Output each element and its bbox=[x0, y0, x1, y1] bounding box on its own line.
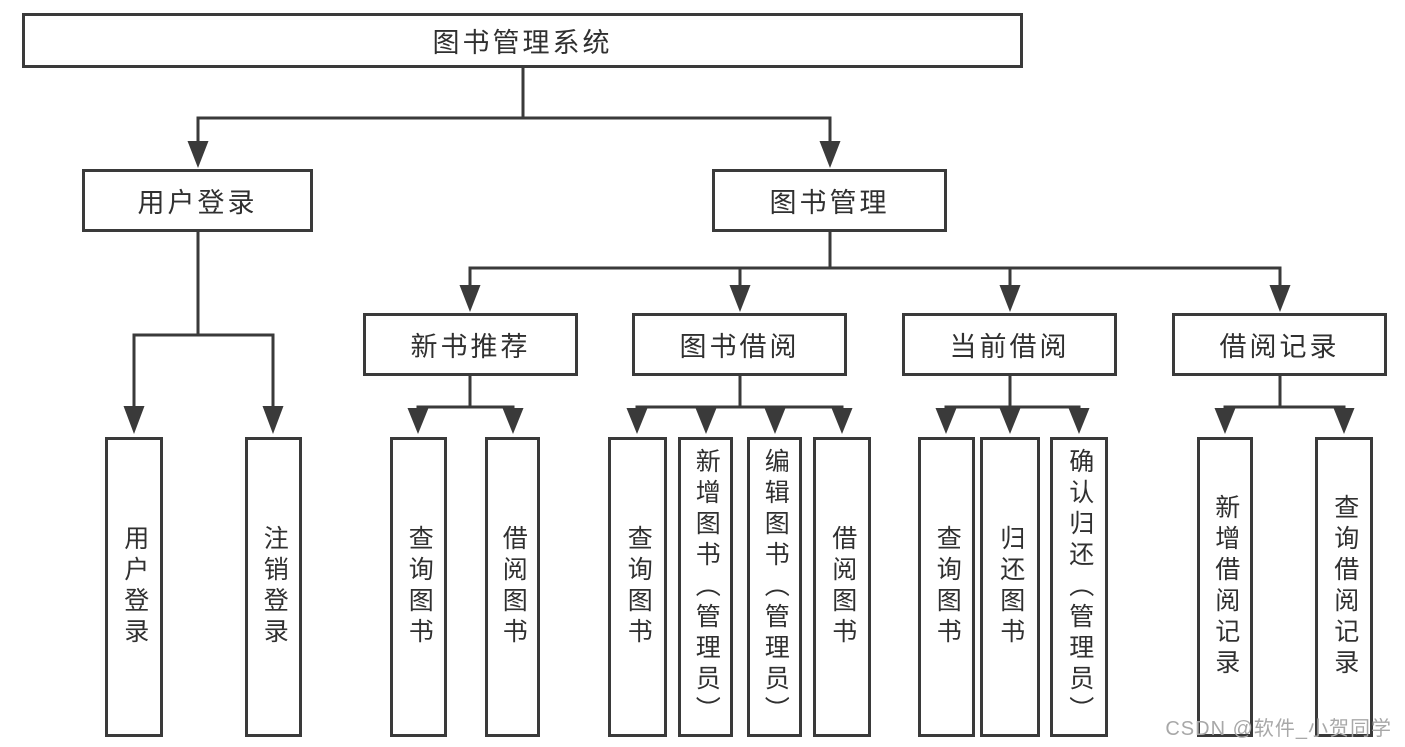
leaf-query-borrow-record: 查询借阅记录 bbox=[1315, 437, 1373, 737]
leaf-confirm-return-admin: 确认归还（管理员） bbox=[1050, 437, 1108, 737]
leaf-add-book-admin: 新增图书（管理员） bbox=[678, 437, 733, 737]
leaf-return-book: 归还图书 bbox=[980, 437, 1040, 737]
connector-borrow-record-children bbox=[1214, 376, 1355, 434]
leaf-add-borrow-record: 新增借阅记录 bbox=[1197, 437, 1253, 737]
leaf-current-query-book: 查询图书 bbox=[918, 437, 975, 737]
connector-new-book-children bbox=[407, 376, 524, 434]
node-root-system: 图书管理系统 bbox=[22, 13, 1023, 68]
connector-user-login-children bbox=[123, 232, 284, 434]
node-user-login: 用户登录 bbox=[82, 169, 313, 232]
node-new-book-recommend: 新书推荐 bbox=[363, 313, 578, 376]
leaf-recommend-borrow-book: 借阅图书 bbox=[485, 437, 540, 737]
node-borrow-record: 借阅记录 bbox=[1172, 313, 1387, 376]
leaf-logout: 注销登录 bbox=[245, 437, 302, 737]
node-book-borrow: 图书借阅 bbox=[632, 313, 847, 376]
leaf-borrow-query-book: 查询图书 bbox=[608, 437, 667, 737]
watermark: CSDN @软件_小贺同学 bbox=[1165, 718, 1392, 740]
connector-book-management-children bbox=[459, 232, 1291, 312]
leaf-borrow-book: 借阅图书 bbox=[813, 437, 871, 737]
leaf-user-login: 用户登录 bbox=[105, 437, 163, 737]
leaf-edit-book-admin: 编辑图书（管理员） bbox=[747, 437, 802, 737]
node-current-borrow: 当前借阅 bbox=[902, 313, 1117, 376]
leaf-recommend-query-book: 查询图书 bbox=[390, 437, 447, 737]
connector-root-to-level2 bbox=[187, 68, 841, 168]
connector-book-borrow-children bbox=[626, 376, 853, 434]
connector-current-borrow-children bbox=[935, 376, 1090, 434]
node-book-management: 图书管理 bbox=[712, 169, 947, 232]
